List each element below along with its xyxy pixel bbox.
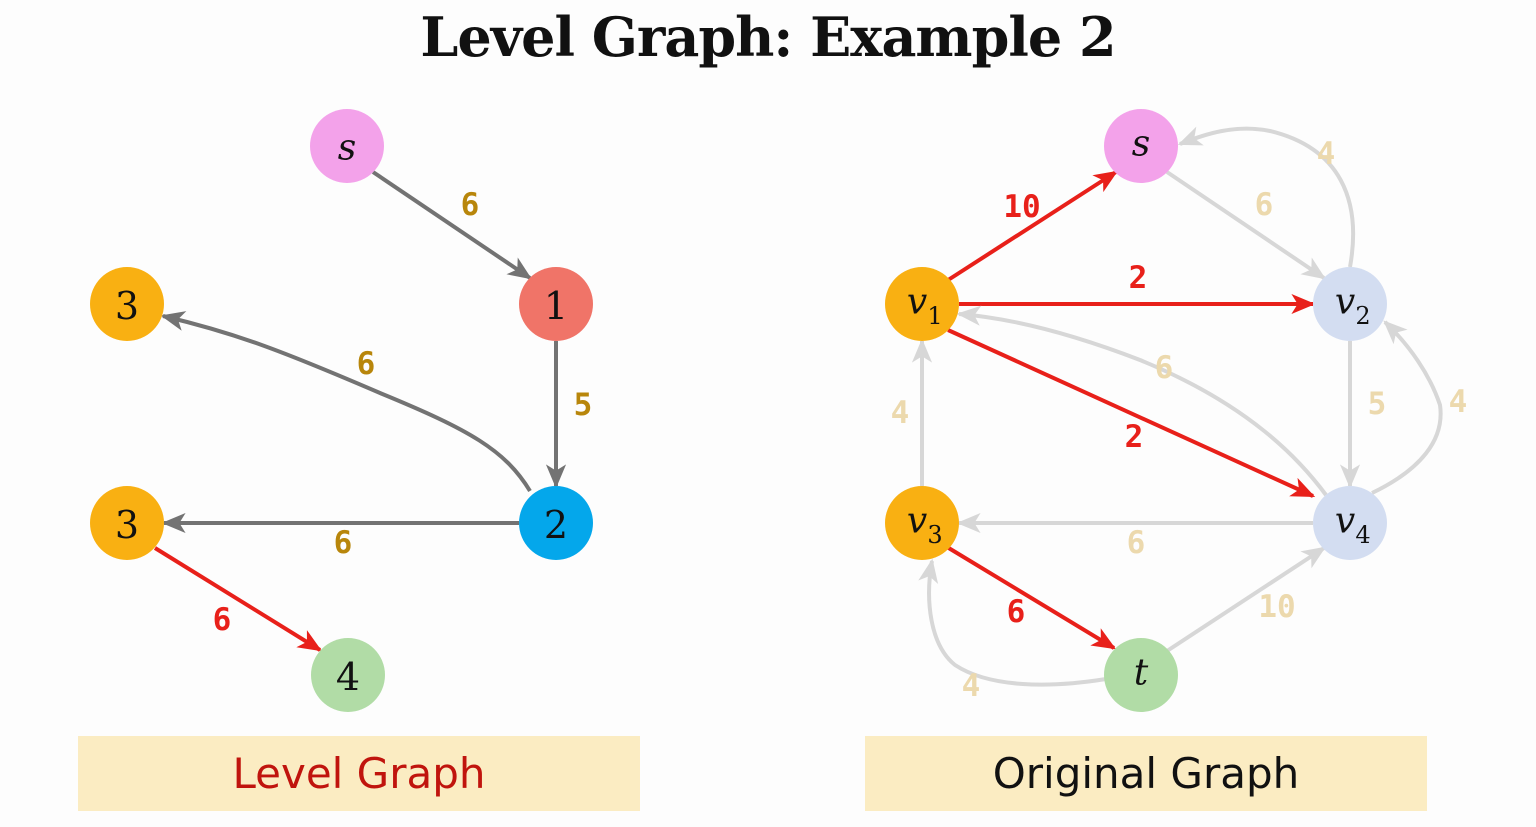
- orig-node-v1: [885, 267, 959, 341]
- level-node-label-n2: 2: [544, 503, 568, 547]
- orig-node-sub-v3: 3: [927, 521, 942, 549]
- level-node-label-n4: 4: [336, 655, 360, 699]
- orig-edge-v3-t: [945, 545, 1117, 650]
- orig-node-sub-v1: 1: [927, 302, 942, 330]
- orig-weight-v2-v4: 5: [1368, 386, 1387, 422]
- orig-weight-v1-v4: 2: [1125, 419, 1144, 455]
- orig-node-label-v3: v: [907, 501, 927, 542]
- level-node-n4: [311, 638, 385, 712]
- edge-layer: [153, 126, 1443, 687]
- orig-weight-v1-s: 10: [1003, 189, 1040, 225]
- orig-node-s: [1104, 109, 1178, 183]
- level-node-s: [310, 109, 384, 183]
- orig-weight-s-v2: 6: [1255, 187, 1274, 223]
- orig-node-v3: [885, 486, 959, 560]
- level-weight-n3b-n4: 6: [213, 602, 232, 638]
- level-node-n1: [519, 267, 593, 341]
- orig-edge-v2-s: [1177, 126, 1356, 268]
- level-weight-n2-n3b: 6: [334, 525, 353, 561]
- level-node-n2: [519, 486, 593, 560]
- orig-weight-t-v3: 4: [962, 668, 981, 704]
- orig-weight-v2-s: 4: [1317, 136, 1336, 172]
- orig-edge-t-v3: [918, 558, 1107, 687]
- level-node-n3b: [90, 486, 164, 560]
- level-weight-s-n1: 6: [461, 187, 480, 223]
- level-node-n3a: [90, 267, 164, 341]
- orig-node-label-s: s: [1132, 124, 1150, 165]
- orig-edge-v1-v4: [947, 328, 1316, 498]
- level-edge-n3b-n4: [153, 546, 323, 652]
- level-node-label-n1: 1: [544, 284, 568, 328]
- level-graph-caption-box: Level Graph: [78, 736, 640, 811]
- level-node-label-n3b: 3: [115, 503, 139, 547]
- orig-node-label-v2: v: [1335, 282, 1355, 323]
- level-edge-s-n1: [371, 170, 532, 280]
- orig-node-label-v1: v: [907, 282, 927, 323]
- orig-weight-v4-v1: 6: [1155, 350, 1174, 386]
- orig-node-label-t: t: [1134, 653, 1149, 694]
- original-graph-caption: Original Graph: [992, 749, 1300, 798]
- orig-weight-v4-v2: 4: [1449, 384, 1468, 420]
- original-graph-caption-box: Original Graph: [865, 736, 1427, 811]
- orig-node-v4: [1313, 486, 1387, 560]
- orig-weight-v1-v2: 2: [1129, 260, 1148, 296]
- orig-node-sub-v2: 2: [1355, 302, 1370, 330]
- orig-node-t: [1104, 638, 1178, 712]
- orig-edge-v4-v2: [1371, 320, 1443, 495]
- slide-title: Level Graph: Example 2: [420, 5, 1116, 69]
- orig-edge-v4-v1: [956, 305, 1328, 497]
- level-graph-caption: Level Graph: [232, 749, 486, 798]
- orig-weight-v3-t: 6: [1007, 594, 1026, 630]
- orig-node-sub-v4: 4: [1355, 521, 1370, 549]
- level-weight-n2-n3a: 6: [357, 346, 376, 382]
- orig-weight-v4-v3: 6: [1127, 525, 1146, 561]
- level-weight-n1-n2: 5: [574, 387, 593, 423]
- orig-edge-s-v2: [1165, 170, 1326, 280]
- orig-node-label-v4: v: [1335, 501, 1355, 542]
- orig-node-v2: [1313, 267, 1387, 341]
- orig-edge-t-v4: [1165, 546, 1327, 653]
- level-edge-n2-n3a: [160, 311, 532, 493]
- orig-weight-t-v4: 10: [1258, 589, 1295, 625]
- orig-weight-v3-v1: 4: [891, 395, 910, 431]
- orig-edge-v1-s: [943, 170, 1119, 284]
- level-node-label-s: s: [338, 128, 356, 169]
- level-node-label-n3a: 3: [115, 284, 139, 328]
